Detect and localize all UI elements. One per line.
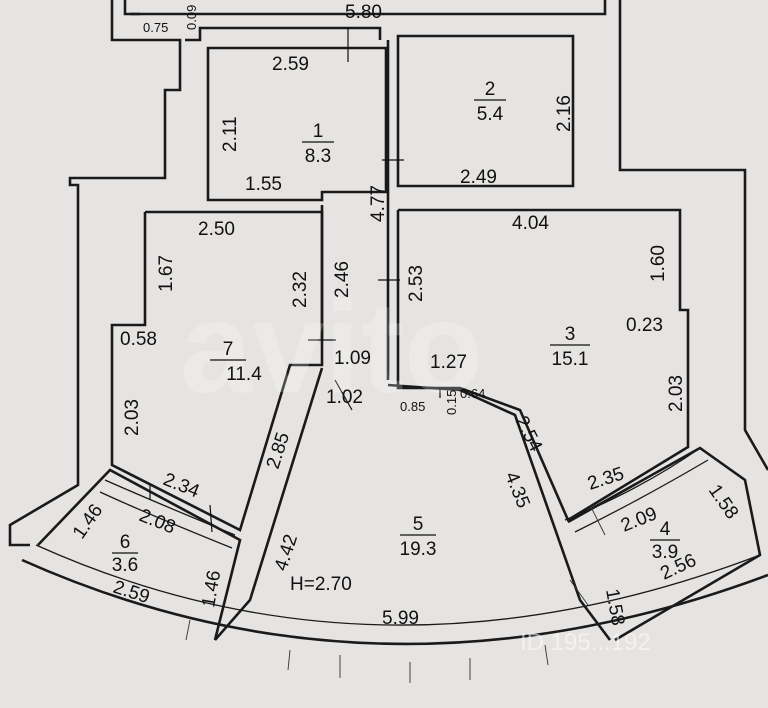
corridor-top-wall [130,0,607,16]
dim-2-09: 2.09 [618,503,660,536]
exterior-wall-top-left [123,0,140,16]
room-6-area: 3.6 [112,555,138,576]
room-4-area: 3.9 [652,542,678,563]
dim-2-11: 2.11 [220,116,241,152]
room-3-label: 3 15.1 [550,324,590,370]
room-5-outline-right [387,383,612,641]
dim-2-08: 2.08 [136,505,178,538]
room-6-label: 6 3.6 [112,532,138,576]
dim-2-03-right: 2.03 [666,375,687,412]
room-4-label: 4 3.9 [650,519,680,563]
dim-5-99: 5.99 [382,608,419,629]
loggia-arc-right-2 [574,459,709,533]
room-6-outline [37,468,242,641]
dim-2-53: 2.53 [406,265,427,302]
dim-4-42: 4.42 [271,532,302,574]
dim-1-27: 1.27 [430,352,467,373]
dim-4-35: 4.35 [500,469,533,511]
room-6-number: 6 [120,532,131,553]
watermark-logo: avito [180,274,483,420]
dim-2-59: 2.59 [272,54,309,75]
dim-2-32: 2.32 [290,271,311,308]
exterior-wall-right [618,0,768,471]
room-5-number: 5 [413,514,424,535]
room-7-number: 7 [223,339,234,360]
dim-0-58: 0.58 [120,329,157,350]
dim-2-35: 2.35 [585,463,627,494]
exterior-wall-left [8,0,182,547]
dim-1-67: 1.67 [156,255,177,292]
dim-0-64: 0.64 [460,386,485,401]
room-7-label: 7 11.4 [210,339,262,385]
dim-0-75: 0.75 [143,20,168,35]
dim-4-77: 4.77 [368,185,389,222]
dim-4-04: 4.04 [512,213,549,234]
dim-2-16: 2.16 [554,95,575,132]
room-2-area: 5.4 [477,104,504,125]
dim-2-03-left: 2.03 [122,399,143,436]
room-3-number: 3 [565,324,576,345]
watermark-id: ID 195...192 [520,629,651,656]
loggia-outer-arc [21,558,768,646]
room-2-outline [396,34,575,188]
room-4-outline [567,446,762,642]
room-1-outline [206,46,388,202]
room-5-area: 19.3 [400,539,437,560]
dim-1-46-right: 1.46 [198,569,225,609]
room-5-label: 5 19.3 [400,514,437,560]
door-marks [149,28,441,533]
ceiling-height: H=2.70 [290,574,352,595]
dim-0-23: 0.23 [626,315,663,336]
dim-0-09: 0.09 [184,5,199,30]
room-4-number: 4 [660,519,671,540]
dim-1-58-right: 1.58 [704,481,742,523]
room-3-area: 15.1 [552,349,589,370]
dim-5-80: 5.80 [345,2,382,23]
dim-2-46: 2.46 [332,261,353,298]
dim-1-55: 1.55 [245,174,282,195]
dim-1-58-mid: 1.58 [601,587,628,627]
dim-1-09: 1.09 [334,348,371,369]
dim-2-50: 2.50 [198,219,235,240]
dim-2-34: 2.34 [160,469,203,502]
room-7-area: 11.4 [226,364,262,385]
room-2-number: 2 [485,79,496,100]
corridor-top-wall-lower [185,26,382,42]
dim-0-85: 0.85 [400,399,425,414]
dim-1-60: 1.60 [648,245,669,282]
dim-2-59-loggia: 2.59 [110,577,152,608]
window-mullions [185,504,606,683]
dim-2-54: 2.54 [511,413,547,456]
dim-2-49: 2.49 [460,167,497,188]
loggia-arc-3 [99,491,233,549]
room-1-area: 8.3 [305,146,331,167]
dim-0-15: 0.15 [444,390,459,415]
dim-1-02: 1.02 [326,387,363,408]
room-2-label: 2 5.4 [474,79,506,125]
room-1-label: 1 8.3 [302,121,334,167]
room-1-number: 1 [313,121,324,142]
loggia-inner-arc [35,544,761,626]
